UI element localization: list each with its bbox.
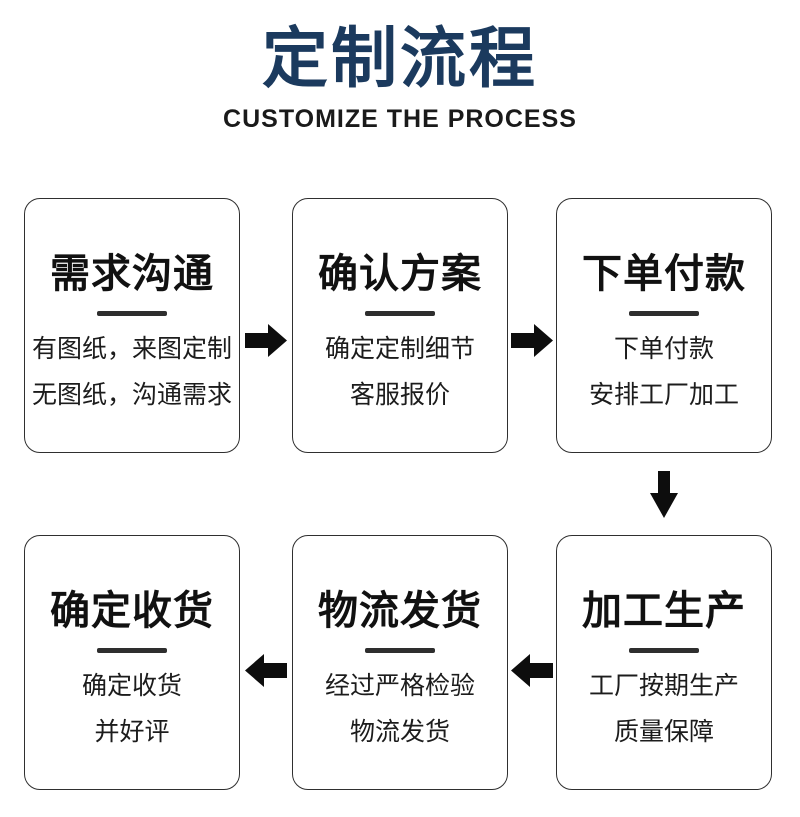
step-title: 确认方案 bbox=[318, 252, 482, 296]
step-line: 有图纸，来图定制 bbox=[31, 335, 232, 363]
arrow-left-icon bbox=[245, 654, 287, 687]
arrow-right-icon bbox=[245, 324, 287, 357]
step-line: 确定收货 bbox=[81, 672, 182, 700]
step-line: 确定定制细节 bbox=[324, 335, 475, 363]
step-title: 物流发货 bbox=[318, 589, 482, 633]
step-box-production: 加工生产 工厂按期生产 质量保障 bbox=[556, 535, 772, 790]
step-title: 确定收货 bbox=[50, 589, 214, 633]
step-line: 经过严格检验 bbox=[324, 672, 475, 700]
step-divider bbox=[629, 648, 699, 653]
step-box-shipping: 物流发货 经过严格检验 物流发货 bbox=[292, 535, 508, 790]
step-title: 加工生产 bbox=[582, 589, 746, 633]
step-box-order-pay: 下单付款 下单付款 安排工厂加工 bbox=[556, 198, 772, 453]
step-divider bbox=[97, 311, 167, 316]
step-divider bbox=[365, 648, 435, 653]
step-title: 需求沟通 bbox=[50, 252, 214, 296]
step-box-requirement: 需求沟通 有图纸，来图定制 无图纸，沟通需求 bbox=[24, 198, 240, 453]
step-divider bbox=[365, 311, 435, 316]
page-title: 定制流程 bbox=[262, 21, 538, 95]
step-box-confirm-plan: 确认方案 确定定制细节 客服报价 bbox=[292, 198, 508, 453]
step-line: 客服报价 bbox=[349, 381, 450, 409]
step-line: 工厂按期生产 bbox=[588, 672, 739, 700]
arrow-left-icon bbox=[511, 654, 553, 687]
step-line: 物流发货 bbox=[349, 718, 450, 746]
arrow-down-icon bbox=[650, 471, 678, 518]
header: 定制流程 CUSTOMIZE THE PROCESS bbox=[0, 22, 800, 134]
step-line: 安排工厂加工 bbox=[588, 381, 739, 409]
step-line: 下单付款 bbox=[613, 335, 714, 363]
step-divider bbox=[629, 311, 699, 316]
step-divider bbox=[97, 648, 167, 653]
step-title: 下单付款 bbox=[582, 252, 746, 296]
step-line: 并好评 bbox=[94, 718, 170, 746]
step-line: 无图纸，沟通需求 bbox=[31, 381, 232, 409]
step-line: 质量保障 bbox=[613, 718, 714, 746]
page-subtitle: CUSTOMIZE THE PROCESS bbox=[223, 104, 577, 133]
step-box-receive: 确定收货 确定收货 并好评 bbox=[24, 535, 240, 790]
arrow-right-icon bbox=[511, 324, 553, 357]
